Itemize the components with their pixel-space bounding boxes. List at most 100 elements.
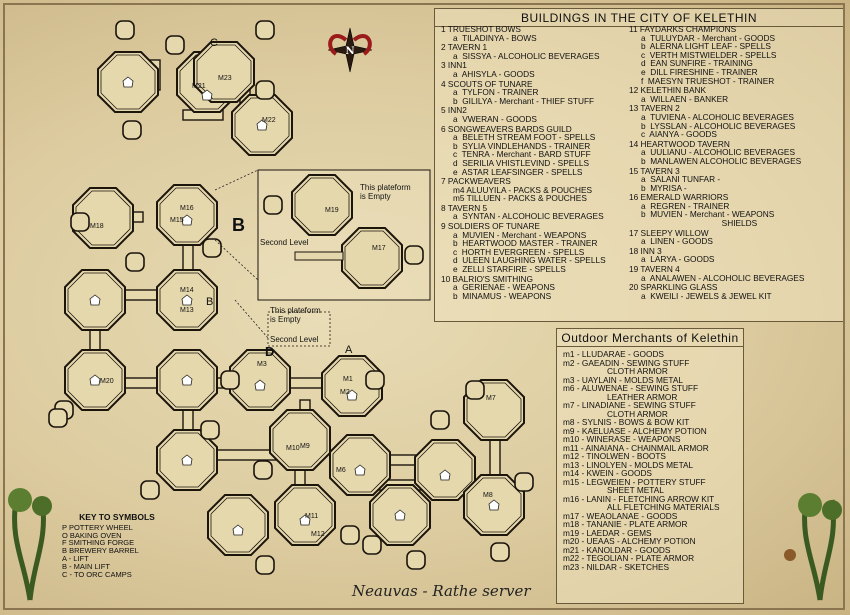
merchant-id: m11 [563, 442, 579, 453]
merchants-panel: Outdoor Merchants of Kelethin m1 - LLUDA… [556, 328, 744, 604]
building-npc: b MYRISA - [641, 182, 687, 193]
compass-rose-icon: N [327, 27, 373, 73]
merchant-id: m7 [563, 400, 575, 410]
building-npc: a GERIENAE - WEAPONS [453, 282, 555, 293]
building-name: 6 SONGWEAVERS BARDS GUILD [441, 123, 572, 134]
merchant-entry: m22 - TEGOLIAN - PLATE ARMOR [563, 554, 737, 563]
merchant-id: m23 [563, 561, 580, 572]
merchant-entry: m2 - GAEADIN - SEWING STUFF [563, 357, 737, 368]
key-title: KEY TO SYMBOLS [79, 512, 155, 522]
building-npc: m5 TILLUEN - PACKS & POUCHES [453, 193, 587, 204]
building-npc: f MAESYN TRUESHOT - TRAINER [641, 75, 775, 86]
plat-label-m23: M23 [218, 75, 232, 82]
merchant-id: m3 [563, 374, 575, 385]
merchant-id: m22 [563, 553, 580, 563]
merchant-id: m16 [563, 493, 580, 504]
plat-label-m3: M3 [257, 361, 267, 368]
merchant-entry: m3 - UAYLAIN - MOLDS METAL [563, 374, 737, 385]
merchant-text: - TEGOLIAN - PLATE ARMOR [579, 553, 695, 563]
merchant-entry: m17 - WEAOLANAE - GOODS [563, 510, 737, 521]
building-npc: b SYLIA VINDLEHANDS - TRAINER [453, 140, 591, 151]
merchant-text: - UEAAS - ALCHEMY POTION [579, 536, 696, 546]
inset-note-1: This plateform [360, 183, 411, 192]
merchant-text: - AINAIANA - CHAINMAIL ARMOR [578, 442, 709, 453]
plat-label-m18: M18 [90, 223, 104, 230]
merchant-entry: m12 - TINOLWEN - BOOTS [563, 452, 737, 461]
merchant-id: m17 [563, 510, 580, 521]
key-row: B BREWERY BARREL [62, 546, 139, 556]
merchant-text: - TANANIE - PLATE ARMOR [579, 519, 688, 529]
key-row: B - MAIN LIFT [62, 561, 110, 571]
plat-label-m13: M13 [180, 307, 194, 314]
merchant-text: - GAEADIN - SEWING STUFF [574, 357, 690, 368]
building-npc: a TYLFON - TRAINER [453, 87, 539, 98]
merchant-entry: m13 - LINOLYEN - MOLDS METAL [563, 459, 737, 470]
building-npc: a TILADINYA - BOWS [453, 32, 537, 43]
inset-platform-m17 [341, 227, 403, 289]
building-name: 1 TRUESHOT BOWS [441, 24, 521, 34]
building-npc: b LYSSLAN - ALCOHOLIC BEVERAGES [641, 120, 796, 131]
building-npc: c TENRA - Merchant - BARD STUFF [453, 149, 591, 160]
merchant-text: - LINOLYEN - MOLDS METAL [579, 459, 694, 470]
building-npc: a KWEILI - JEWELS & JEWEL KIT [641, 290, 772, 301]
merchant-entry: m20 - UEAAS - ALCHEMY POTION [563, 537, 737, 546]
building-npc: a WILLAEN - BANKER [641, 93, 729, 104]
merchant-text-cont: LEATHER ARMOR [607, 391, 678, 402]
building-name: 8 TAVERN 5 [441, 202, 488, 213]
building-npc: d SERILIA VHISTLEVIND - SPELLS [453, 157, 590, 168]
merchant-entry: m18 - TANANIE - PLATE ARMOR [563, 520, 737, 529]
empty-plateform-box [267, 311, 331, 347]
merchant-entry: m8 - SYLNIS - BOWS & BOW KIT [563, 418, 737, 427]
plat-label-m19: M19 [325, 207, 339, 214]
merchant-id: m20 [563, 536, 580, 546]
building-npc: a VWERAN - GOODS [453, 113, 537, 124]
merchant-entry: m11 - AINAIANA - CHAINMAIL ARMOR [563, 442, 737, 453]
key-row: O BAKING OVEN [62, 530, 122, 540]
building-npc: b HEARTWOOD MASTER - TRAINER [453, 238, 598, 249]
building-npc: a ANALAWEN - ALCOHOLIC BEVERAGES [641, 272, 805, 283]
merchant-text: - UAYLAIN - MOLDS METAL [574, 374, 684, 385]
merchant-entry: m6 - ALUWENAE - SEWING STUFF [563, 384, 737, 393]
merchant-entry: m16 - LANIN - FLETCHING ARROW KIT [563, 493, 737, 504]
plat-label-m20: M20 [100, 378, 114, 385]
merchant-text: - NILDAR - SKETCHES [579, 561, 670, 572]
merchant-id: m19 [563, 527, 580, 538]
building-npc: m4 ALUUYILA - PACKS & POUCHES [453, 184, 593, 195]
merchant-id: m1 [563, 349, 575, 359]
merchant-id: m18 [563, 519, 580, 529]
inset-guide-lines [214, 169, 269, 339]
building-name: 12 KELETHIN BANK [629, 85, 707, 96]
building-npc: c VERTH MISTWIELDER - SPELLS [641, 49, 777, 60]
building-name: 11 FAYDARKS CHAMPIONS [629, 24, 737, 34]
building-name: 20 SPARKLING GLASS [629, 282, 718, 293]
merchant-text: - LAEDAR - GEMS [579, 527, 652, 538]
platform-m10 [269, 409, 331, 471]
plat-label-m7: M7 [486, 395, 496, 402]
merchant-text-cont: CLOTH ARMOR [607, 366, 668, 376]
tree-decoration-icon [8, 488, 842, 601]
building-npc: a SYNTAN - ALCOHOLIC BEVERAGES [453, 211, 604, 222]
merchant-entry: m9 - KAELUASE - ALCHEMY POTION [563, 425, 737, 436]
plat-label-m11: M11 [305, 513, 318, 520]
merchant-text: - LLUDARAE - GOODS [574, 349, 664, 359]
inset-second-level-2: Second Level [270, 335, 319, 344]
key-row: F SMITHING FORGE [62, 538, 135, 548]
merchant-text: - KAELUASE - ALCHEMY POTION [574, 425, 707, 436]
building-npc: c AIANYA - GOODS [641, 129, 717, 140]
key-row: A - LIFT [62, 553, 89, 563]
merchant-text-cont: SHEET METAL [607, 485, 664, 495]
label-b-big: B [232, 215, 245, 235]
label-d: D [265, 344, 274, 359]
